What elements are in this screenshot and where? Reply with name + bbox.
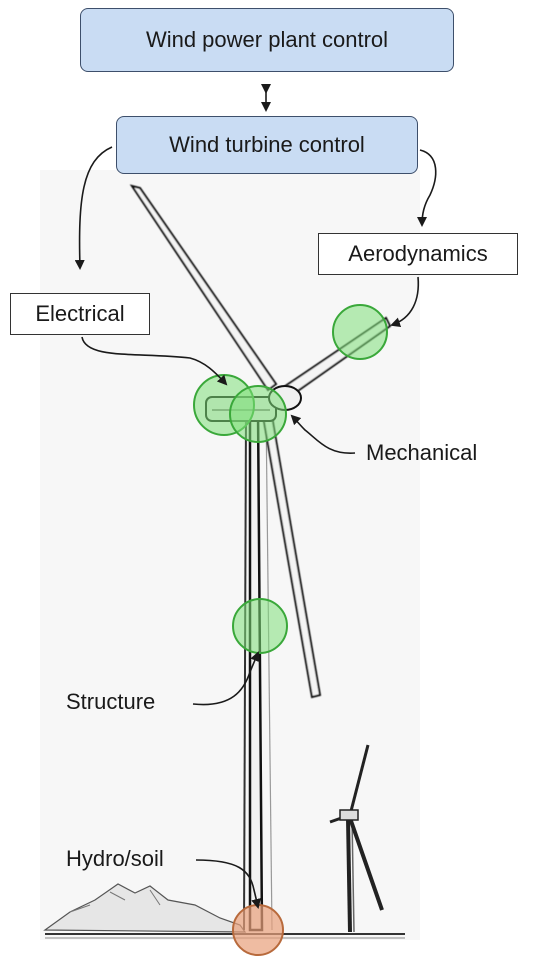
hydro-soil-focus-circle — [232, 904, 284, 956]
structure-focus-circle — [232, 598, 288, 654]
structure-pointer-arrow — [192, 651, 260, 706]
aerodynamics-label: Aerodynamics — [348, 241, 488, 266]
electrical-pointer-arrow — [81, 336, 228, 386]
electrical-box: Electrical — [10, 293, 150, 335]
wind-turbine-control-label: Wind turbine control — [169, 132, 365, 157]
hydro-soil-label: Hydro/soil — [66, 846, 164, 871]
turbine-to-aerodynamics-arrow — [417, 149, 437, 227]
structure-label: Structure — [66, 689, 156, 714]
aerodynamics-pointer-arrow — [390, 276, 420, 328]
turbine-to-electrical-arrow — [74, 146, 113, 270]
wind-power-plant-control-label: Wind power plant control — [145, 27, 389, 52]
background-turbine — [329, 744, 384, 933]
mechanical-focus-circle — [229, 385, 287, 443]
sketch-background — [40, 170, 420, 940]
electrical-label: Electrical — [35, 301, 125, 326]
wind-power-plant-control-box: Wind power plant control — [80, 8, 454, 72]
hydro-soil-pointer-arrow — [195, 859, 261, 909]
mechanical-label: Mechanical — [366, 440, 478, 465]
aerodynamics-focus-circle — [332, 304, 388, 360]
aerodynamics-box: Aerodynamics — [318, 233, 518, 275]
wind-turbine-control-box: Wind turbine control — [116, 116, 418, 174]
mechanical-pointer-arrow — [290, 414, 356, 454]
